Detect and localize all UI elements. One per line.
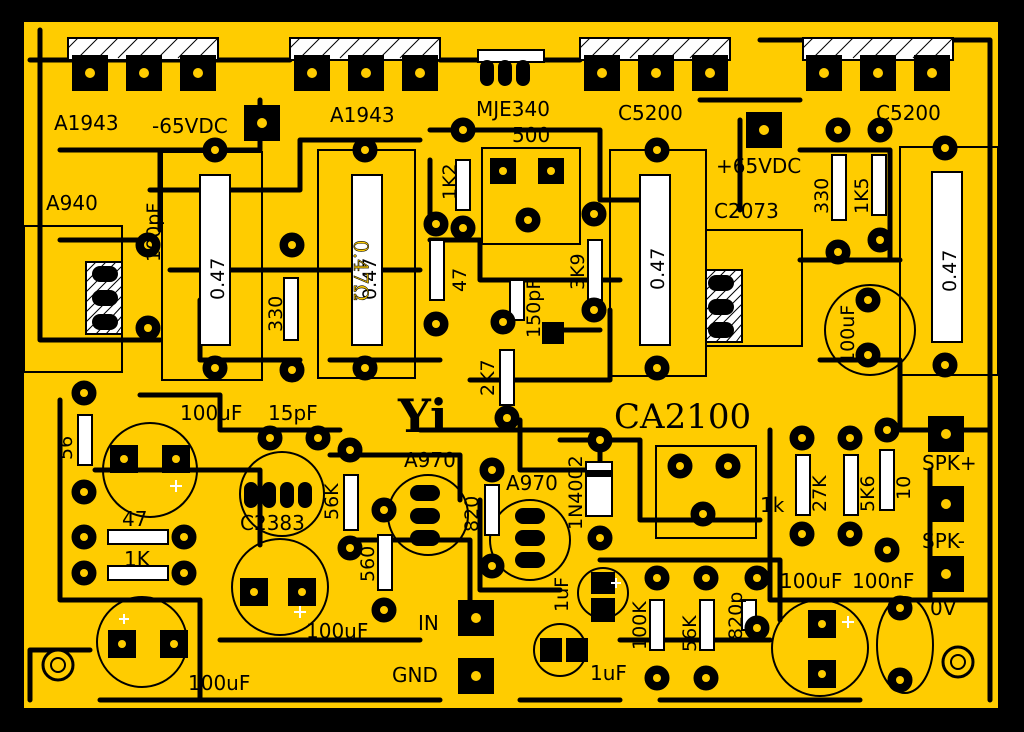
label-c1uf-b: 1uF	[590, 661, 627, 685]
label-q2: A1943	[330, 103, 395, 127]
connector-hatch	[67, 37, 954, 59]
label-gnd: GND	[392, 663, 438, 687]
label-r047b: 0.47	[359, 258, 381, 300]
label-r1k2: 1K2	[439, 163, 461, 200]
board-title: CA2100	[614, 397, 751, 437]
label-r27k: 27K	[809, 475, 831, 512]
label-r56k-right: 56K	[679, 615, 701, 652]
label-r2k7: 2K7	[477, 359, 499, 396]
label-r10: 10	[893, 476, 915, 500]
label-r047a: 0.47	[207, 258, 229, 300]
label-r56: 56	[55, 436, 77, 460]
diode-band	[586, 470, 612, 477]
label-neg65vdc: -65VDC	[152, 114, 228, 138]
label-in: IN	[418, 611, 439, 635]
label-c100uf-right: 100uF	[837, 305, 859, 364]
label-pot1k: 1k	[760, 493, 785, 517]
label-r5k6: 5K6	[857, 475, 879, 512]
label-pos65vdc: +65VDC	[716, 154, 801, 178]
label-a940: A940	[46, 191, 98, 215]
label-r330b: 330	[811, 178, 833, 214]
label-r047-mirrored: 0.47Ω	[349, 240, 373, 301]
label-q4: C5200	[618, 101, 683, 125]
label-q3: MJE340	[476, 97, 550, 121]
label-q5: C5200	[876, 101, 941, 125]
label-d1n4002: 1N4002	[565, 455, 587, 530]
label-r3k9: 3K9	[567, 253, 589, 290]
label-c820p: 820p	[725, 592, 747, 640]
label-c100uf-bl: 100uF	[188, 671, 250, 695]
label-c1uf-a: 1uF	[551, 577, 573, 612]
drill-holes	[80, 68, 951, 684]
board-logo: Yi	[397, 389, 448, 443]
label-c2383: C2383	[240, 511, 305, 535]
label-c100nf: 100nF	[852, 569, 914, 593]
label-spk-pos: SPK+	[922, 451, 977, 475]
label-c2073: C2073	[714, 199, 779, 223]
label-spk-neg: SPK-	[922, 529, 965, 553]
label-0v: 0V	[930, 596, 957, 620]
label-r330a: 330	[265, 296, 287, 332]
label-a970a: A970	[404, 448, 456, 472]
label-c15pf: 15pF	[268, 401, 318, 425]
label-r1k5: 1K5	[851, 177, 873, 214]
label-r100k: 100K	[629, 601, 651, 650]
label-c100uf-br: 100uF	[780, 569, 842, 593]
polarity-marks	[119, 480, 854, 628]
label-r820: 820	[461, 496, 483, 532]
label-r47a: 47	[449, 268, 471, 292]
label-r560: 560	[357, 546, 379, 582]
oval-pads	[92, 60, 734, 568]
label-c100uf-mid: 100uF	[306, 619, 368, 643]
label-c100uf-left: 100uF	[180, 401, 242, 425]
label-a970b: A970	[506, 471, 558, 495]
connector-outlines	[67, 37, 954, 63]
label-r56k-left: 56K	[321, 483, 343, 520]
label-r1k: 1K	[124, 547, 151, 571]
label-r047c: 0.47	[647, 248, 669, 290]
resistor-bodies	[77, 154, 963, 651]
label-c100pf: 100pF	[143, 203, 165, 262]
label-q1: A1943	[54, 111, 119, 135]
label-r047d: 0.47	[939, 250, 961, 292]
label-c150pf: 150pF	[523, 279, 545, 338]
label-r47b: 47	[122, 507, 147, 531]
label-pot500: 500	[512, 123, 550, 147]
mounting-holes	[41, 645, 975, 682]
